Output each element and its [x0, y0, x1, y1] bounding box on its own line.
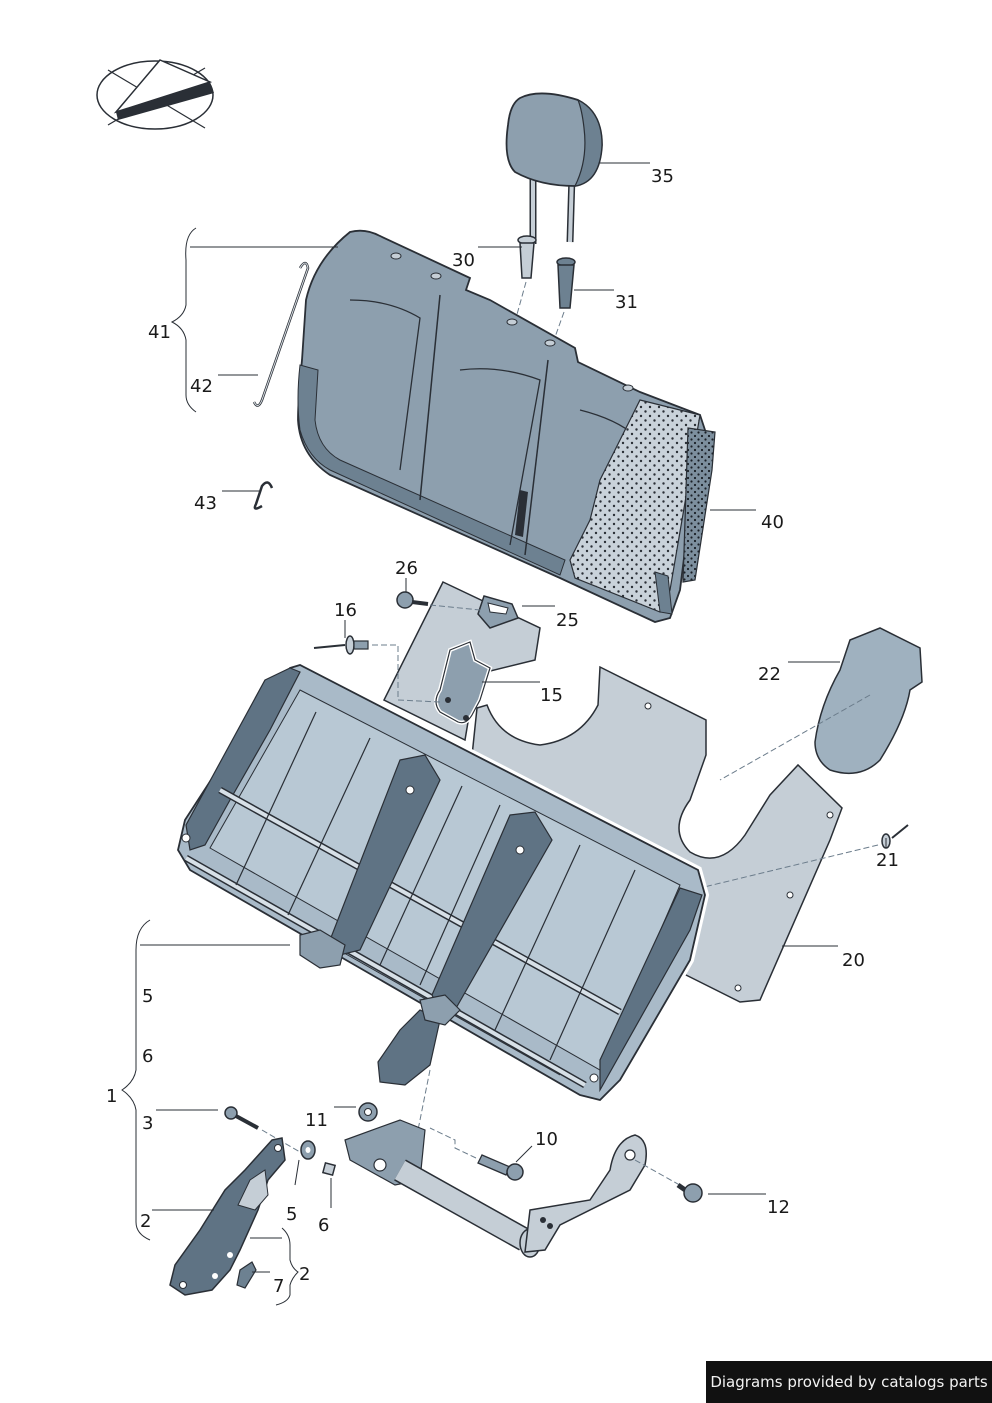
backrest-foam	[569, 399, 716, 615]
bolt-3	[224, 1106, 301, 1153]
label-42: 42	[190, 376, 213, 397]
label-6-lower: 6	[318, 1215, 330, 1236]
hinge-tube	[344, 1119, 686, 1258]
label-26: 26	[395, 558, 418, 579]
hinge-bracket	[169, 1137, 286, 1296]
label-16: 16	[334, 600, 357, 621]
spacer-tab	[236, 1261, 257, 1289]
rear-panel	[469, 665, 843, 1003]
label-40: 40	[761, 512, 784, 533]
bolt-10	[429, 1127, 524, 1181]
label-31: 31	[615, 292, 638, 313]
label-43: 43	[194, 493, 217, 514]
label-30: 30	[452, 250, 475, 271]
label-20: 20	[842, 950, 865, 971]
wire-rod	[252, 261, 310, 407]
backrest-frame	[173, 660, 710, 1131]
label-25: 25	[556, 610, 579, 631]
cover-flap	[719, 627, 923, 781]
label-11: 11	[305, 1110, 328, 1131]
label-22: 22	[758, 664, 781, 685]
headrest	[505, 92, 603, 244]
nut	[358, 1102, 378, 1122]
label-15: 15	[540, 685, 563, 706]
attribution-footer: Diagrams provided by catalogs parts	[706, 1361, 992, 1403]
rivet	[313, 635, 441, 703]
retaining-clip	[253, 481, 274, 510]
label-21: 21	[876, 850, 899, 871]
label-12: 12	[767, 1197, 790, 1218]
label-6-upper: 6	[142, 1046, 154, 1067]
label-2-upper: 2	[140, 1211, 152, 1232]
label-41: 41	[148, 322, 171, 343]
label-5-upper: 5	[142, 986, 154, 1007]
label-35: 35	[651, 166, 674, 187]
screw	[396, 591, 481, 611]
headrest-guide-30	[515, 235, 537, 319]
orientation-compass-icon	[96, 59, 214, 130]
headrest-guide-31	[553, 257, 576, 341]
label-3: 3	[142, 1113, 154, 1134]
label-7: 7	[273, 1276, 285, 1297]
label-10: 10	[535, 1129, 558, 1150]
washer	[300, 1140, 316, 1160]
bolt-12	[676, 1182, 703, 1203]
label-5-lower: 5	[286, 1204, 298, 1225]
label-2-lower: 2	[299, 1264, 311, 1285]
square-nut	[321, 1161, 337, 1177]
label-1: 1	[106, 1086, 118, 1107]
leader-lines	[121, 162, 887, 1306]
latch-panel	[382, 581, 541, 742]
